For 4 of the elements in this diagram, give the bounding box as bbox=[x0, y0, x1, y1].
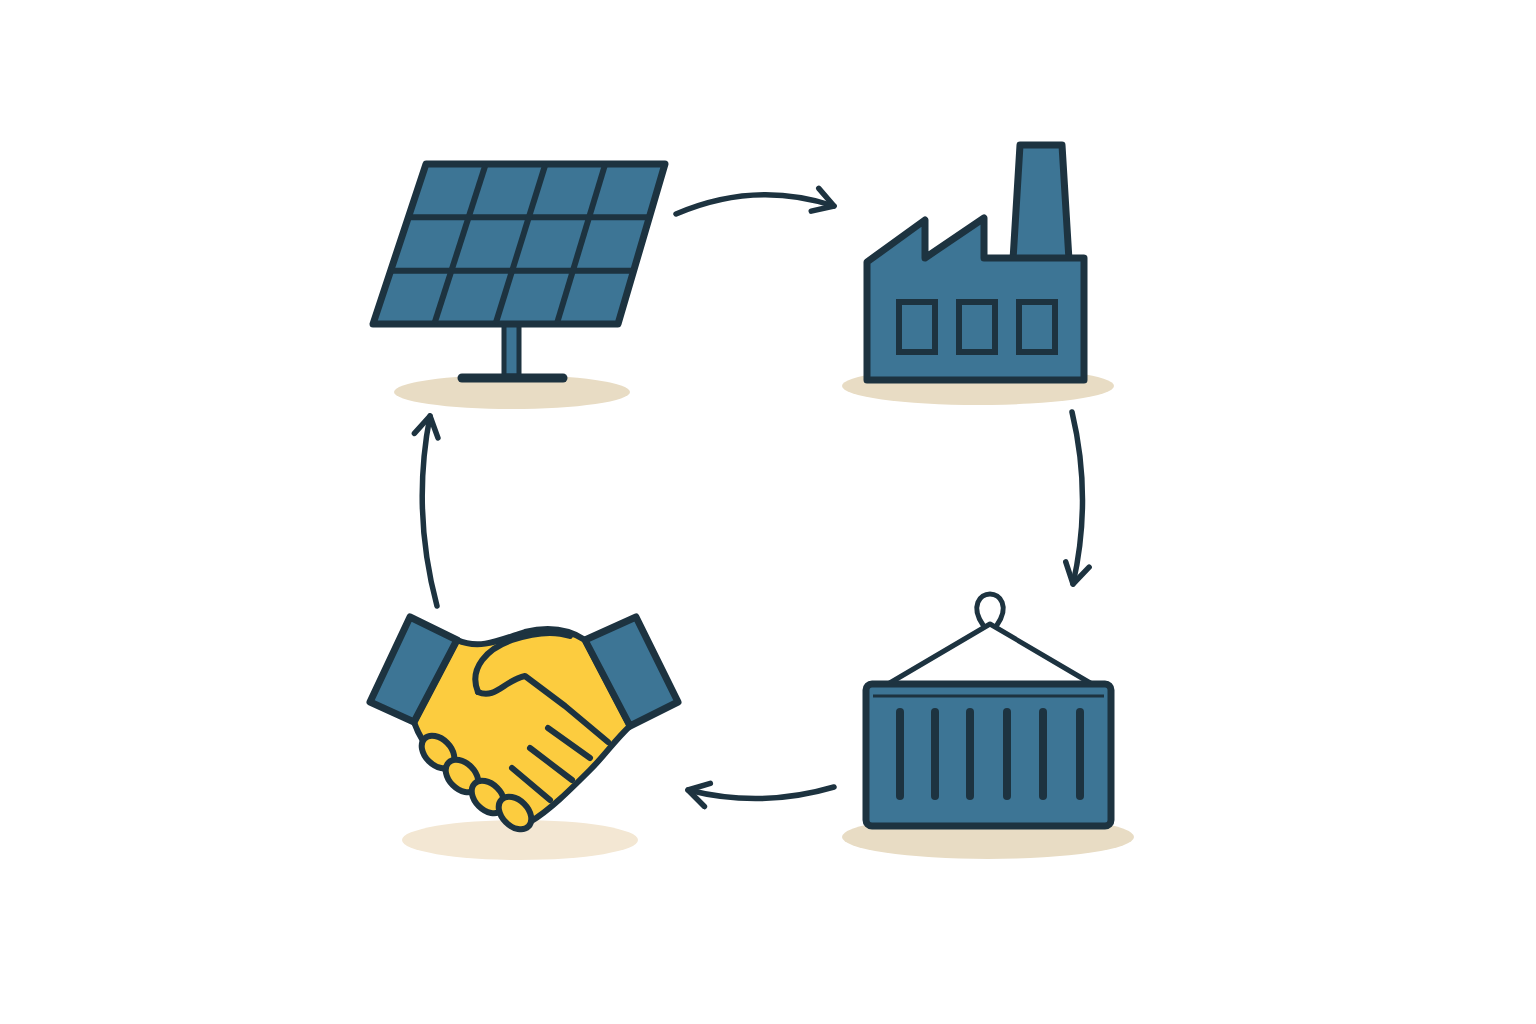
arrow bbox=[1062, 409, 1092, 587]
arrow bbox=[685, 780, 837, 809]
arrow bbox=[411, 413, 442, 609]
arrow bbox=[673, 186, 837, 217]
